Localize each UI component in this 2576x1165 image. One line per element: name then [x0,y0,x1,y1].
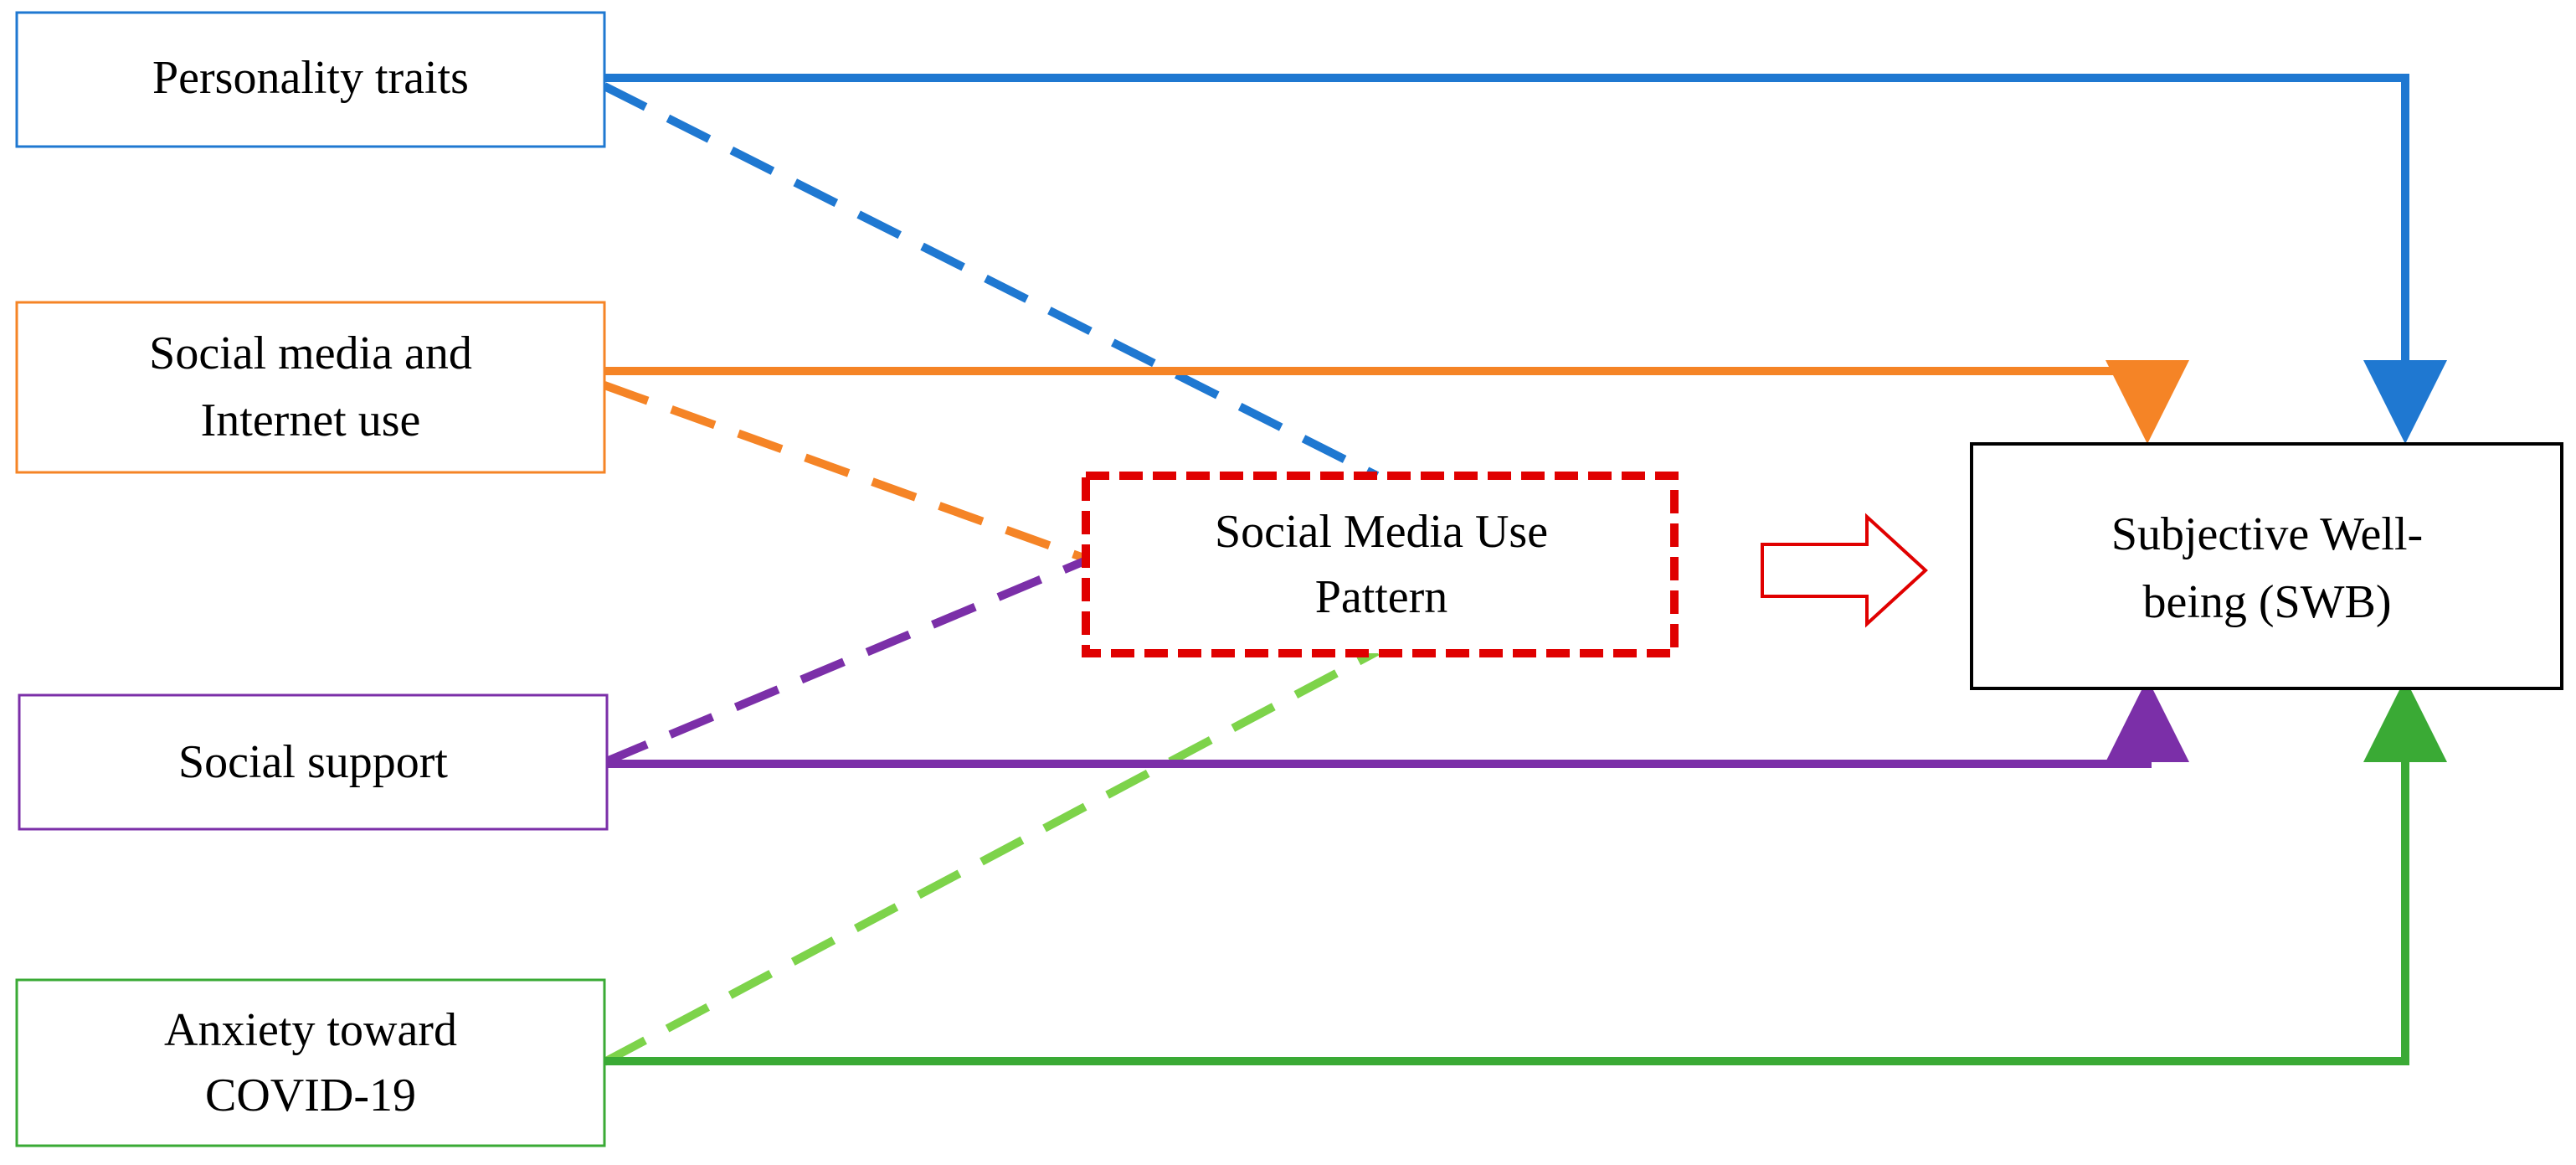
node-social-media-internet-use: Social media and Internet use [15,301,606,474]
social-media-to-swb-arrow [604,360,2189,444]
anxiety-to-mediator-dashed [602,647,1380,1066]
node-social-media-use-pattern-label-line1: Social Media Use [1215,506,1548,558]
node-social-media-use-pattern: Social Media Use Pattern [1082,472,1679,657]
node-social-support: Social support [18,693,609,831]
node-subjective-well-being-label-line1: Subjective Well- [2111,508,2423,560]
personality-to-mediator-dashed [602,82,1380,480]
social-media-to-mediator-dashed [603,381,1090,564]
anxiety-to-swb-arrow [604,678,2447,1065]
personality-to-swb-arrow [604,74,2447,444]
node-personality-traits: Personality traits [15,11,606,148]
social-support-to-swb-arrow [604,678,2189,768]
node-anxiety-covid-label-line2: COVID-19 [205,1070,416,1121]
node-social-media-use-pattern-label-line2: Pattern [1315,571,1448,623]
social-support-to-mediator-dashed [603,555,1090,766]
node-social-media-internet-use-label-line1: Social media and [149,327,472,379]
mediator-to-swb-block-arrow [1761,513,1928,628]
node-anxiety-covid: Anxiety toward COVID-19 [15,978,606,1147]
node-anxiety-covid-label-line1: Anxiety toward [164,1004,457,1056]
node-social-media-internet-use-label-line2: Internet use [201,394,421,446]
node-social-support-label: Social support [178,736,448,788]
node-subjective-well-being-label-line2: being (SWB) [2142,576,2391,628]
node-personality-traits-label: Personality traits [152,52,469,104]
node-subjective-well-being: Subjective Well- being (SWB) [1970,442,2563,690]
